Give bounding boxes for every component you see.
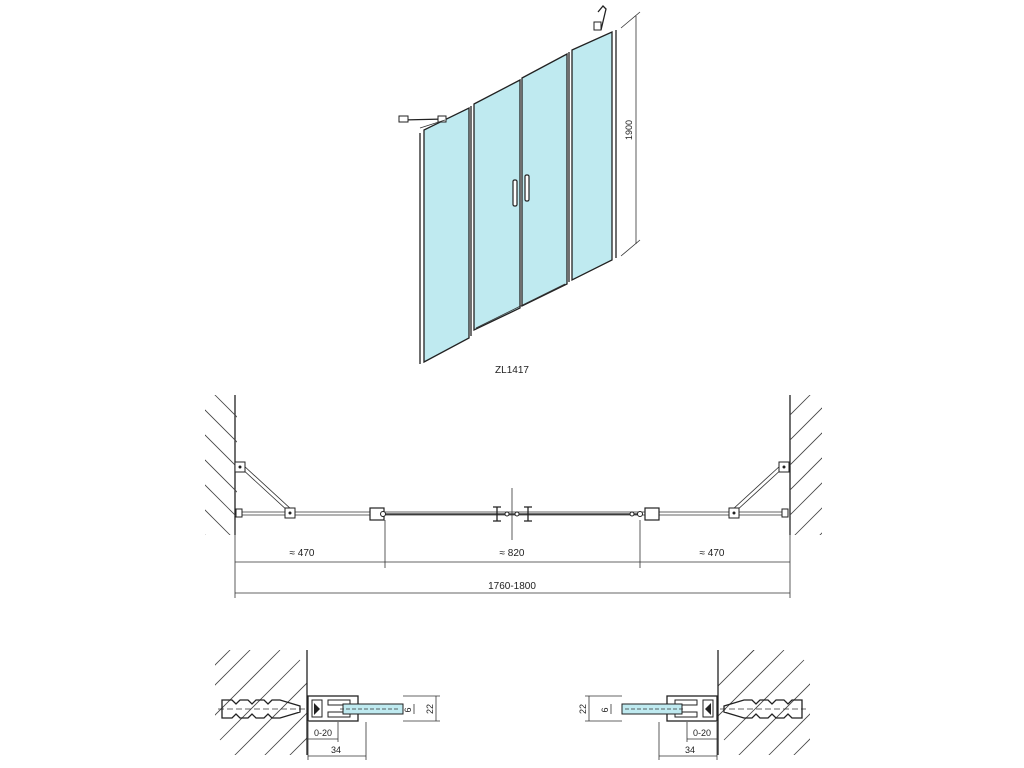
- wall-right: [789, 395, 822, 535]
- detail-left-profile: 22: [425, 704, 435, 714]
- detail-left-adjust: 0-20: [314, 728, 332, 738]
- detail-right-profile: 22: [578, 704, 588, 714]
- handle-right: [524, 174, 530, 202]
- stabilizer-left: [234, 461, 296, 519]
- height-label: 1900: [624, 120, 634, 140]
- detail-right-adjust: 0-20: [693, 728, 711, 738]
- detail-right-depth: 34: [685, 745, 695, 755]
- detail-left: 6 22 0-20 34: [215, 650, 440, 760]
- dim-left-label: ≈ 470: [290, 548, 315, 559]
- door-panel-left: [473, 78, 521, 332]
- fixed-panel-right: [571, 30, 613, 282]
- handle-left: [512, 179, 518, 207]
- stabilizer-bar-right: [593, 5, 607, 31]
- dim-total-label: 1760-1800: [488, 581, 536, 592]
- stabilizer-right: [728, 461, 790, 519]
- model-label: ZL1417: [495, 365, 529, 376]
- detail-left-depth: 34: [331, 745, 341, 755]
- center-handles: [493, 488, 532, 540]
- plan-view: ≈ 470 ≈ 820 ≈ 470 1760-1800: [205, 395, 822, 598]
- door-panel-right: [521, 52, 568, 308]
- dim-right-label: ≈ 470: [700, 548, 725, 559]
- perspective-view: 1900 ZL1417: [398, 5, 641, 376]
- dimensions: ≈ 470 ≈ 820 ≈ 470 1760-1800: [234, 520, 791, 598]
- height-dimension: 1900: [620, 11, 641, 257]
- detail-left-glass: 6: [403, 707, 413, 712]
- dim-center-label: ≈ 820: [500, 548, 525, 559]
- detail-right-glass: 6: [600, 707, 610, 712]
- stabilizer-bar-left: [398, 115, 447, 129]
- fixed-panel-left: [423, 106, 470, 364]
- hinge-profile-right: [644, 507, 660, 521]
- detail-right: 6 22 0-20 34: [578, 650, 810, 760]
